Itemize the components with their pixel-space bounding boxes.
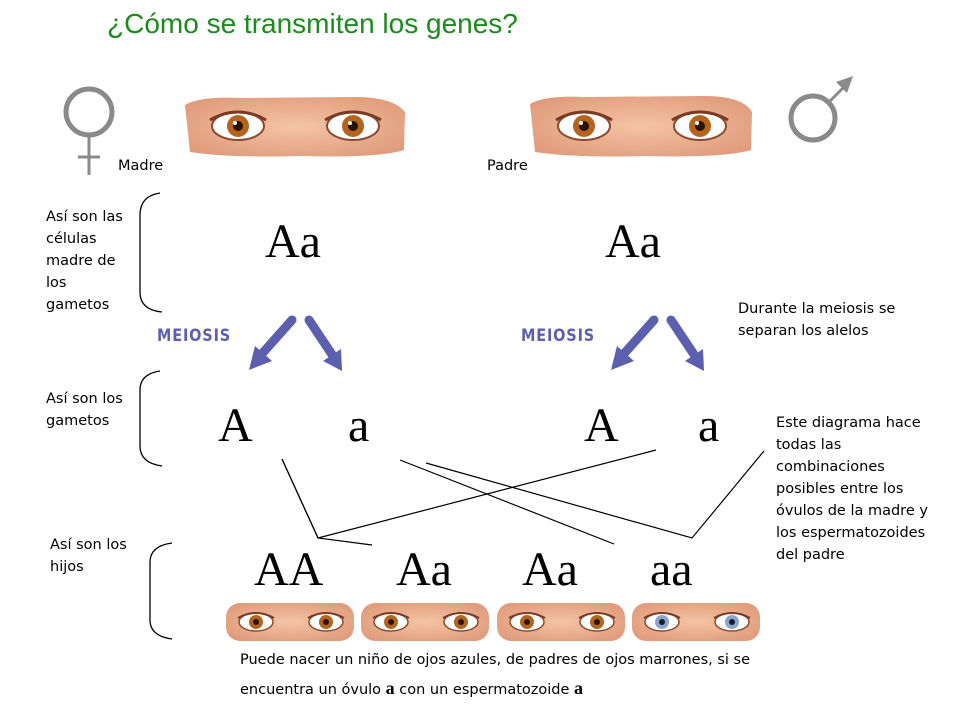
arrow-father-right [666, 315, 704, 371]
combination-lines [281, 449, 765, 546]
footer-allele-2: a [574, 678, 584, 698]
male-symbol-icon [788, 76, 853, 143]
mother-genotype: Aa [265, 215, 321, 268]
page-title: ¿Cómo se transmiten los genes? [107, 8, 518, 39]
brace-stem-cells [139, 192, 163, 313]
child-genotype-2: Aa [396, 543, 452, 596]
footer-allele-1: a [385, 678, 395, 698]
mother-gamete-A: A [218, 399, 253, 452]
children-annotation: Así son los hijos [50, 537, 127, 575]
father-genotype: Aa [605, 215, 661, 268]
child-eyes-Aa-1 [361, 603, 489, 641]
father-label: Padre [487, 158, 528, 174]
child-eyes-aa [632, 603, 760, 641]
gametes-annotation: Así son los gametos [46, 391, 123, 429]
mother-label: Madre [118, 158, 164, 174]
diagram-note: Este diagrama hace todas las combinacion… [776, 415, 928, 563]
footer-text-2: con un espermatozoide [394, 682, 575, 698]
brace-children [149, 542, 173, 640]
arrow-father-left [611, 315, 659, 370]
stem-cells-annotation: Así son las células madre de los gametos [46, 209, 123, 313]
father-gamete-A: A [584, 399, 619, 452]
meiosis-label-father: MEIOSIS [521, 326, 596, 346]
female-symbol-icon [63, 86, 115, 175]
arrow-mother-right [304, 315, 342, 371]
child-eyes-Aa-2 [497, 603, 625, 641]
father-eyes [530, 95, 752, 157]
arrow-mother-left [249, 315, 297, 370]
mother-gamete-a: a [348, 399, 370, 452]
mother-eyes [185, 96, 405, 157]
father-gamete-a: a [698, 399, 720, 452]
child-eyes-AA [226, 603, 354, 641]
meiosis-label-mother: MEIOSIS [157, 326, 232, 346]
child-genotype-1: AA [254, 543, 324, 596]
brace-gametes [139, 370, 163, 467]
footer-text-1: Puede nacer un niño de ojos azules, de p… [240, 652, 751, 698]
meiosis-note: Durante la meiosis se separan los alelos [738, 301, 896, 339]
footer-note: Puede nacer un niño de ojos azules, de p… [240, 646, 800, 704]
child-genotype-3: Aa [522, 543, 578, 596]
child-genotype-4: aa [650, 543, 693, 596]
